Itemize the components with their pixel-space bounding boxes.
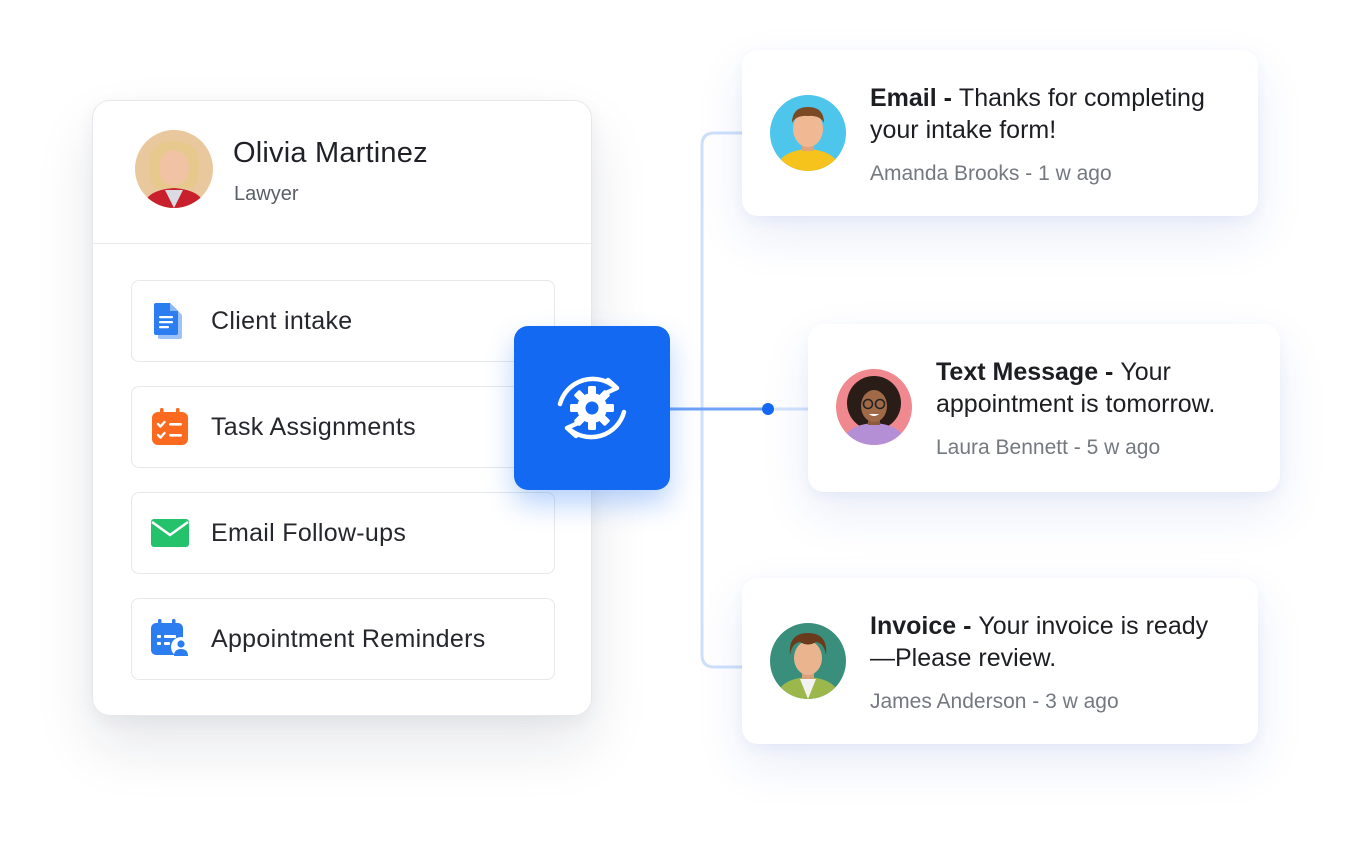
menu-item-task-assignments[interactable]: Task Assignments — [131, 386, 555, 468]
notification-card-text-message[interactable]: Text Message - Your appointment is tomor… — [808, 324, 1280, 492]
notification-message: Your invoice is ready —Please review. — [870, 612, 1209, 672]
notification-time: 3 w ago — [1045, 690, 1119, 713]
notification-type: Invoice — [870, 612, 957, 640]
menu-item-label: Task Assignments — [211, 413, 416, 441]
notification-meta: Amanda Brooks - 1 w ago — [870, 162, 1112, 186]
profile-header: Olivia Martinez Lawyer — [93, 101, 591, 244]
avatar — [836, 369, 912, 445]
avatar — [770, 95, 846, 171]
task-calendar-icon — [150, 407, 190, 447]
menu-item-client-intake[interactable]: Client intake — [131, 280, 555, 362]
notification-separator: - — [936, 84, 959, 112]
notification-sender: James Anderson — [870, 690, 1027, 713]
automation-hub — [514, 326, 670, 490]
appointment-calendar-icon — [150, 619, 191, 659]
notification-card-invoice[interactable]: Invoice - Your invoice is ready —Please … — [742, 578, 1258, 744]
notification-sender: Amanda Brooks — [870, 162, 1020, 185]
notification-time: 5 w ago — [1086, 436, 1161, 459]
avatar — [135, 130, 213, 208]
menu-item-appointment-reminders[interactable]: Appointment Reminders — [131, 598, 555, 680]
notification-text: Invoice - Your invoice is ready —Please … — [870, 610, 1225, 674]
notification-meta: Laura Bennett - 5 w ago — [936, 436, 1160, 460]
notification-card-email[interactable]: Email - Thanks for completing your intak… — [742, 50, 1258, 216]
menu-item-label: Email Follow-ups — [211, 519, 407, 547]
avatar — [770, 623, 846, 699]
notification-separator: - — [956, 612, 979, 640]
notification-meta-separator: - — [1067, 436, 1087, 459]
notification-text: Email - Thanks for completing your intak… — [870, 82, 1225, 146]
profile-role: Lawyer — [234, 183, 299, 205]
notification-meta: James Anderson - 3 w ago — [870, 690, 1119, 714]
notification-sender: Laura Bennett — [936, 436, 1068, 459]
document-icon — [150, 301, 190, 341]
notification-message: Thanks for completing your intake form! — [870, 84, 1205, 144]
profile-card: Olivia Martinez Lawyer Client intake — [92, 100, 592, 716]
notification-message: Your appointment is tomorrow. — [936, 358, 1216, 418]
notification-separator: - — [1098, 358, 1121, 386]
notification-meta-separator: - — [1019, 162, 1039, 185]
gear-sync-icon — [557, 376, 627, 440]
profile-name: Olivia Martinez — [233, 137, 428, 169]
notification-meta-separator: - — [1026, 690, 1046, 713]
email-envelope-icon — [150, 513, 190, 553]
notification-time: 1 w ago — [1038, 162, 1112, 185]
notification-text: Text Message - Your appointment is tomor… — [936, 356, 1291, 420]
menu-item-email-follow-ups[interactable]: Email Follow-ups — [131, 492, 555, 574]
notification-type: Email — [870, 84, 937, 112]
menu-item-label: Appointment Reminders — [211, 625, 486, 653]
menu-item-label: Client intake — [211, 307, 353, 335]
notification-type: Text Message — [936, 358, 1099, 386]
